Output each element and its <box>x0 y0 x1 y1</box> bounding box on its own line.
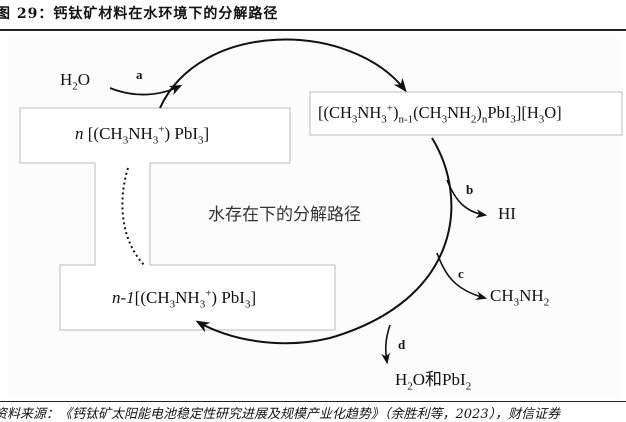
arrow-water-pbi2 <box>381 324 391 365</box>
formula-segment: ) PbI <box>211 288 245 307</box>
arrow-hydration <box>159 38 407 109</box>
formula-segment: 2 <box>407 380 413 393</box>
hydrate-box <box>309 91 623 136</box>
formula-segment: 3 <box>513 296 520 309</box>
formula-segment: 3 <box>169 298 176 311</box>
formula-segment: 3 <box>510 113 516 126</box>
formula-segment: 2 <box>465 380 472 393</box>
arrow-decomposition <box>195 137 453 345</box>
formula-segment: n <box>75 124 84 143</box>
formula-segment: ) <box>476 103 482 122</box>
perovskite-n-label: n [(CH3NH3+) PbI3] <box>75 123 210 147</box>
formula-segment: (CH <box>413 103 442 122</box>
formula-segment: 3 <box>122 134 129 147</box>
water-pbi2-product: H2O和PbI2 <box>395 365 472 393</box>
formula-segment: HI <box>498 204 516 223</box>
formula-segment: 2 <box>543 296 550 309</box>
step-a-label: a <box>136 67 143 82</box>
formula-segment: [(CH <box>318 103 352 122</box>
formula-segment: ][H <box>515 103 539 122</box>
bottom-divider <box>0 401 626 402</box>
methylamine-product: CH3NH2 <box>490 286 550 309</box>
formula-segment: NH <box>357 103 382 122</box>
center-label: 水存在下的分解路径 <box>208 205 361 225</box>
formula-segment: H <box>60 70 73 89</box>
formula-segment: H <box>395 370 408 389</box>
formula-segment: + <box>205 287 212 300</box>
formula-segment: 3 <box>152 134 159 147</box>
formula-segment: + <box>386 102 393 115</box>
formula-segment: n-1 <box>398 113 414 126</box>
perovskite-n1-label: n-1[(CH3NH3+) PbI3] <box>112 287 257 311</box>
top-divider <box>0 29 626 31</box>
formula-segment: [(CH <box>134 288 170 307</box>
arrow-water-in <box>109 84 183 96</box>
formula-segment: n-1 <box>112 288 135 307</box>
arrow-methylamine <box>436 252 488 301</box>
formula-segment: [(CH <box>83 124 123 143</box>
formula-segment: 3 <box>441 113 448 126</box>
step-d-label: d <box>398 337 406 352</box>
formula-segment: NH <box>175 288 200 307</box>
formula-segment: O] <box>544 103 562 122</box>
figure-title: 图 29：钙钛矿材料在水环境下的分解路径 <box>0 6 279 22</box>
water-reactant: H2O <box>60 70 91 93</box>
formula-segment: 2 <box>470 113 477 126</box>
formula-segment: ] <box>250 288 257 307</box>
source-note: 资料来源：《钙钛矿太阳能电池稳定性研究进展及规模产业化趋势》（余胜利等，2023… <box>0 407 561 422</box>
formula-segment: 3 <box>538 113 545 126</box>
formula-segment: PbI <box>487 103 511 122</box>
formula-segment: 3 <box>244 298 251 311</box>
step-b-label: b <box>466 182 474 197</box>
formula-segment: NH <box>128 124 153 143</box>
formula-segment: NH <box>447 103 471 122</box>
formula-segment: ) <box>392 103 399 122</box>
formula-segment: NH <box>519 286 544 305</box>
hi-product: HI <box>498 204 516 224</box>
formula-segment: ] <box>203 124 210 143</box>
formula-segment: 2 <box>72 80 78 93</box>
dotted-link <box>121 167 146 267</box>
formula-segment: 3 <box>199 298 206 311</box>
perovskite-boxes <box>19 107 336 331</box>
arrow-hi <box>446 179 488 219</box>
hydrate-label: [(CH3NH3+)n-1(CH3NH2)nPbI3][H3O] <box>318 102 562 126</box>
formula-segment: CH <box>490 286 514 305</box>
formula-segment: 3 <box>198 134 204 147</box>
formula-segment: O和PbI <box>412 370 466 389</box>
formula-segment: n <box>481 113 488 126</box>
formula-segment: + <box>158 123 165 136</box>
formula-segment: ) PbI <box>164 124 199 143</box>
formula-segment: 3 <box>381 113 387 126</box>
formula-segment: 3 <box>351 113 358 126</box>
step-c-label: c <box>458 266 464 281</box>
formula-segment: O <box>77 70 91 89</box>
